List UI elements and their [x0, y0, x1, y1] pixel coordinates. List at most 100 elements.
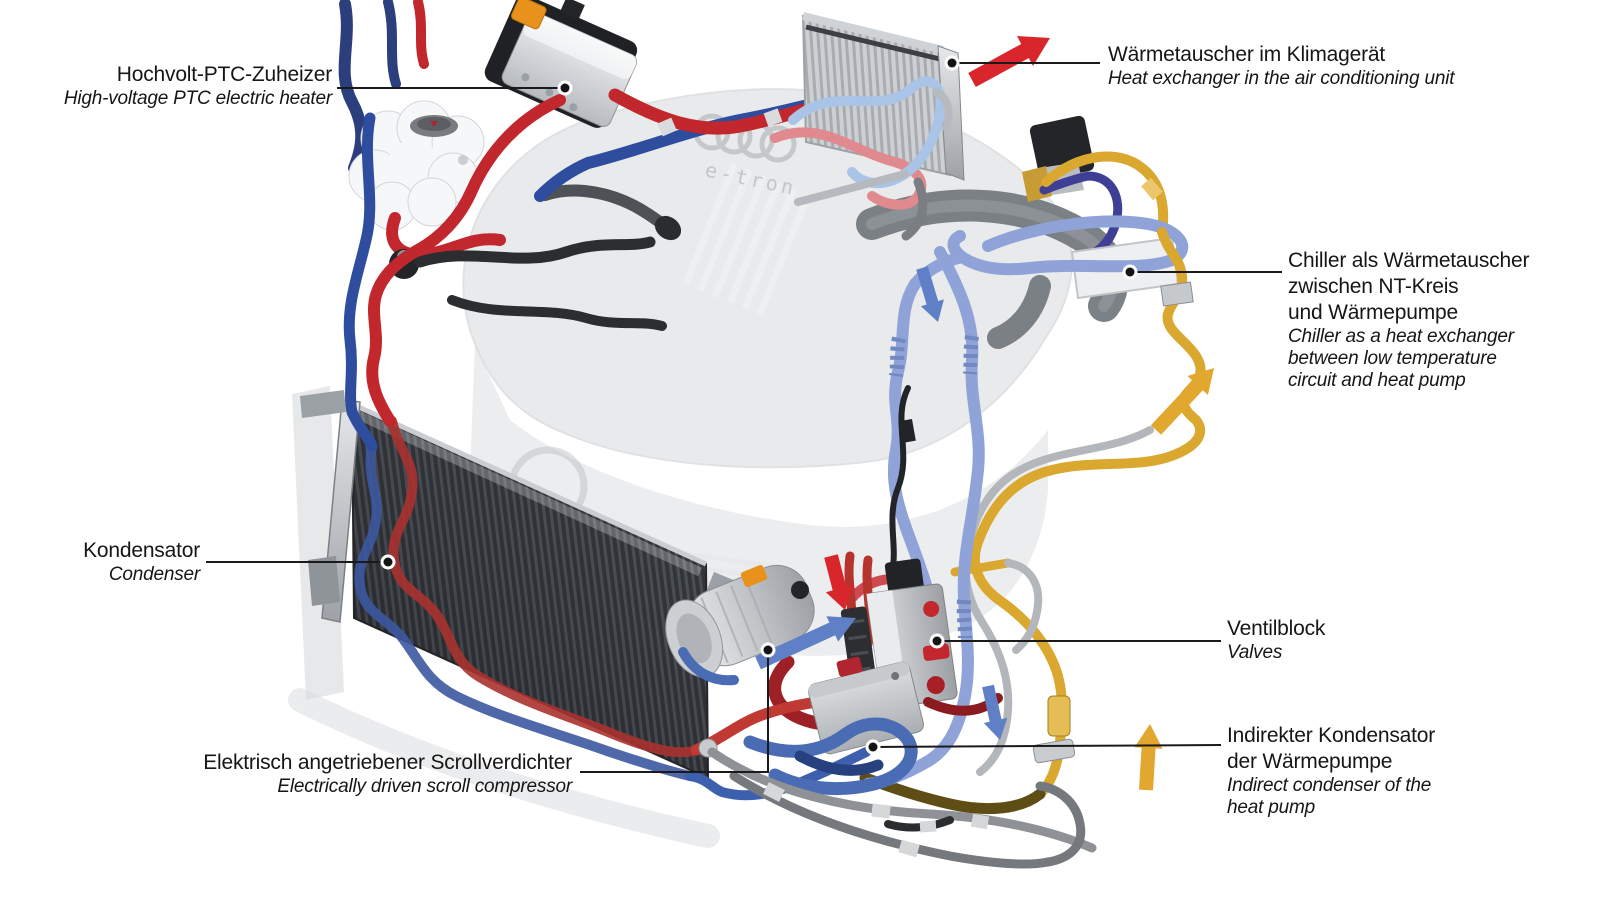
scroll-compressor [665, 564, 815, 686]
callout-valve-block: Ventilblock Valves [1227, 616, 1527, 664]
callout-chiller: Chiller als Wärmetauscher zwischen NT-Kr… [1288, 248, 1588, 392]
condenser-red-tube [387, 416, 701, 758]
compressor-hv-connector [740, 564, 768, 588]
coolant-hose-red-under-tank [386, 212, 506, 261]
flow-arrows [755, 36, 1214, 791]
refrigerant-blue-runs [862, 246, 985, 790]
hose-crimp [763, 782, 785, 802]
callout-indirect-condenser: Indirekter Kondensator der Wärmepumpe In… [1227, 723, 1527, 819]
leader-indirect [872, 744, 1222, 748]
corrugated-sleeve [963, 335, 979, 375]
coolant-hose-darkblue-2 [383, 0, 401, 89]
callout-dot-ptc [557, 80, 573, 96]
condenser-top-reflection [354, 409, 702, 577]
bottom-darkblue-hose [794, 750, 884, 776]
bottom-gray-hose-2-return [1035, 781, 1086, 867]
callout-dots [380, 55, 1138, 755]
cabin-heat-exchanger [770, 12, 965, 241]
callout-condenser-de: Kondensator [83, 539, 200, 562]
flow-arrow-blue-down-icon [916, 266, 944, 322]
gold-line-nut [1160, 281, 1194, 307]
valve-red-port [923, 600, 940, 617]
callout-ptc-heater-de: Hochvolt-PTC-Zuheizer [116, 63, 332, 86]
hose-clamp [657, 117, 677, 137]
hx-top-frame-dark [805, 24, 945, 63]
callout-scroll-compressor: Elektrisch angetriebener Scrollverdichte… [172, 750, 572, 798]
callout-dot-hvac [944, 55, 960, 71]
condenser-top-frame [350, 401, 708, 567]
bottom-hoses [707, 717, 1097, 869]
refrigerant-line-gold-upper [1041, 151, 1169, 237]
tank-port [458, 155, 468, 165]
gray-hose-corrugated-end [654, 215, 682, 241]
black-corrugated-hose-2 [447, 295, 667, 331]
hx-silver-pipe [794, 170, 909, 206]
hx-silver-elbow [932, 88, 953, 132]
flow-arrow-red-down-icon [824, 554, 854, 610]
hose-clamp [763, 108, 783, 127]
corrugated-sleeve [956, 599, 972, 639]
flow-arrow-gold-up-icon [1134, 724, 1163, 791]
refrigerant-blue-right-descent [862, 246, 985, 790]
callout-scroll-compressor-en: Electrically driven scroll compressor [277, 776, 572, 797]
coolant-hose-red-stub [413, 0, 429, 69]
expansion-tank [348, 100, 485, 231]
callout-cabin-heat-exchanger: Wärmetauscher im Klimagerät Heat exchang… [1108, 42, 1528, 90]
callout-cabin-heat-exchanger-de: Wärmetauscher im Klimagerät [1108, 43, 1386, 66]
hx-dark-pipe [901, 177, 928, 241]
coupler-silver-clamp [1032, 738, 1076, 764]
condenser-bracket-bottom [308, 556, 340, 606]
callout-dot-indirect [865, 739, 881, 755]
bottom-black-hose [884, 816, 954, 832]
coolant-hose-darkblue-1 [338, 0, 368, 174]
callout-leaders [206, 62, 1282, 773]
engine-cover-vent-slots [682, 162, 812, 316]
coolant-hose-red-down-left [366, 94, 566, 427]
hose-crimp [919, 820, 937, 833]
callout-condenser: Kondensator Condenser [40, 538, 200, 586]
condenser-blue-tube [354, 441, 695, 781]
callout-indirect-condenser-de: Indirekter Kondensator der Wärmepumpe [1227, 724, 1436, 773]
bottom-gray-hose-1 [707, 747, 1097, 853]
callout-chiller-en: Chiller as a heat exchanger between low … [1288, 326, 1514, 391]
hose-crimp [871, 803, 891, 819]
sill-ghost [288, 688, 720, 848]
callout-cabin-heat-exchanger-en: Heat exchanger in the air conditioning u… [1108, 68, 1455, 89]
refrigerant-line-indigo [1039, 171, 1123, 261]
compressor-blue-elbow [678, 647, 739, 686]
flow-arrow-red-upright-icon [968, 36, 1050, 87]
hose-crimp [898, 839, 920, 858]
flow-arrow-blue-upright-icon [755, 616, 856, 670]
bottom-blue-s-hose [743, 717, 918, 796]
callout-dot-condenser [380, 554, 396, 570]
condenser-shading [352, 404, 708, 778]
callout-dot-chiller [1122, 264, 1138, 280]
callout-valve-block-de: Ventilblock [1227, 617, 1326, 640]
callout-dot-valves [929, 633, 945, 649]
cable-connector [898, 418, 916, 444]
gold-crimp-fitting [1141, 177, 1163, 201]
sensor-cable-black [889, 385, 911, 575]
callout-indirect-condenser-en: Indirect condenser of the heat pump [1227, 775, 1432, 818]
condenser-bracket-top [300, 390, 346, 418]
corrugated-sleeve [889, 336, 906, 377]
callout-chiller-de: Chiller als Wärmetauscher zwischen NT-Kr… [1288, 249, 1530, 324]
intake-air-duct-branch [987, 275, 1051, 349]
hx-top-frame [802, 12, 944, 54]
bumper-beam-ghost [292, 386, 344, 700]
valve-red-port-2 [926, 676, 945, 695]
tank-cap-warning-mark [430, 121, 438, 127]
coolant-hose-blue-down-left [343, 112, 378, 452]
valve-red-fitting [922, 643, 950, 661]
callout-ptc-heater-en: High-voltage PTC electric heater [63, 88, 332, 109]
callout-ptc-heater: Hochvolt-PTC-Zuheizer High-voltage PTC e… [60, 62, 332, 110]
callout-scroll-compressor-de: Elektrisch angetriebener Scrollverdichte… [203, 751, 572, 774]
bottom-gray-hose-2 [729, 771, 1053, 869]
callout-valve-block-en: Valves [1227, 642, 1283, 663]
black-corrugated-hose-1 [414, 236, 656, 268]
flow-arrow-blue-down-2-icon [982, 684, 1008, 740]
callout-dot-compressor [760, 642, 776, 658]
compressor-fitting [791, 581, 809, 599]
